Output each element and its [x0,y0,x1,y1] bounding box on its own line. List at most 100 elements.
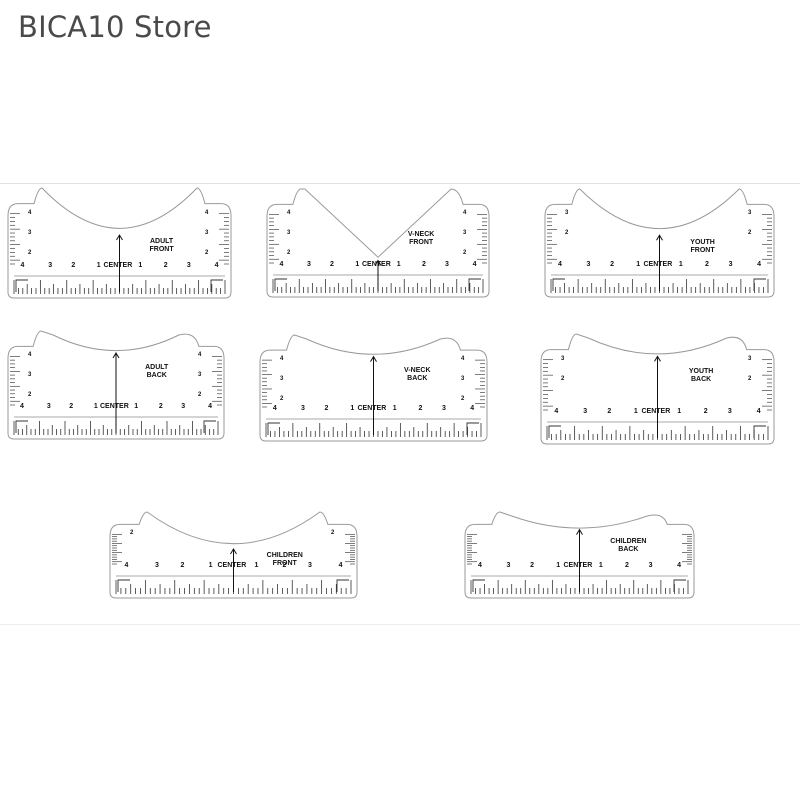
side-number: 3 [198,372,202,379]
ruler-number: 2 [69,403,74,410]
ruler-number: 2 [158,403,163,410]
ruler-number: 3 [155,562,159,569]
center-label: CENTER [100,403,129,410]
side-number: 3 [463,230,467,237]
ruler-number: 2 [330,261,334,268]
side-number: 4 [287,210,291,217]
ruler-number: 3 [727,408,732,415]
ruler-number: 1 [138,262,143,269]
ruler-outline [540,333,775,445]
ruler-label: ADULT BACK [145,364,169,379]
store-title: BICA10 Store [18,10,212,44]
ruler-number: 4 [757,261,761,268]
ruler-number: 3 [46,403,51,410]
side-number: 2 [287,250,291,257]
ruler-label: ADULT FRONT [149,238,174,254]
ruler-number: 4 [19,403,24,410]
ruler-number: 3 [583,408,588,415]
center-label: CENTER [357,405,387,412]
side-number: 2 [198,392,202,399]
ruler-number: 3 [48,262,53,269]
ruler-number: 4 [20,262,25,269]
ruler-number: 2 [530,562,535,569]
ruler-number: 1 [636,261,641,268]
ruler-number: 4 [214,262,219,269]
ruler-number: 1 [96,262,101,269]
ruler-number: 1 [677,408,682,415]
ruler-label: YOUTH BACK [688,367,714,383]
center-label: CENTER [362,261,391,268]
ruler-number: 2 [418,405,423,412]
ruler-number: 3 [586,261,591,268]
side-number: 3 [28,229,32,236]
side-number: 3 [205,229,209,236]
side-number: 3 [748,210,752,217]
ruler-label: CHILDREN BACK [610,538,647,554]
ruler-number: 4 [558,261,562,268]
ruler-number: 4 [124,562,129,569]
ruler-outline [259,334,488,442]
side-number: 4 [463,210,467,217]
side-number: 2 [280,396,284,403]
ruler-number: 1 [350,405,355,412]
ruler-number: 4 [554,408,559,415]
ruler-label: CHILDREN FRONT [266,551,303,567]
ruler-number: 2 [324,405,329,412]
side-number: 2 [28,249,32,256]
ruler-number: 4 [338,562,343,569]
side-number: 4 [198,352,202,359]
ruler-number: 3 [301,405,305,412]
side-number: 2 [331,530,335,537]
ruler-number: 1 [396,261,401,268]
side-number: 2 [463,250,467,257]
ruler-number: 3 [181,403,186,410]
side-number: 2 [748,375,752,382]
ruler-number: 1 [392,405,397,412]
ruler-number: 3 [728,261,733,268]
side-number: 2 [461,396,465,403]
side-number: 2 [205,249,209,256]
ruler-number: 4 [208,403,213,410]
side-number: 2 [561,375,565,382]
ruler-label: YOUTH FRONT [690,238,715,254]
ruler-number: 2 [180,562,185,569]
ruler-number: 3 [308,562,312,569]
side-number: 4 [280,356,284,363]
ruler-number: 3 [307,261,311,268]
ruler-number: 4 [756,408,761,415]
side-number: 2 [130,530,134,537]
side-number: 3 [461,376,465,383]
ruler-number: 2 [163,262,168,269]
ruler-label: V-NECK BACK [404,367,431,383]
ruler-outline [544,188,775,298]
ruler-number: 1 [93,403,98,410]
ruler-number: 1 [134,403,139,410]
center-label: CENTER [103,262,133,269]
side-number: 3 [287,230,291,237]
ruler-number: 4 [470,405,475,412]
side-number: 2 [28,392,32,399]
side-number: 4 [205,209,209,216]
ruler-number: 2 [704,261,709,268]
ruler-number: 3 [445,261,449,268]
ruler-number: 2 [607,408,612,415]
ruler-number: 3 [506,562,511,569]
ruler-number: 2 [624,562,629,569]
side-number: 2 [748,230,752,237]
ruler-number: 4 [677,562,681,569]
side-number: 3 [565,210,569,217]
side-number: 4 [28,352,32,359]
ruler-outline [109,511,358,599]
ruler-number: 3 [186,262,191,269]
side-number: 3 [748,355,752,362]
ruler-number: 4 [478,562,482,569]
ruler-outline [464,511,695,599]
ruler-number: 1 [633,408,638,415]
ruler-outline [266,188,490,298]
